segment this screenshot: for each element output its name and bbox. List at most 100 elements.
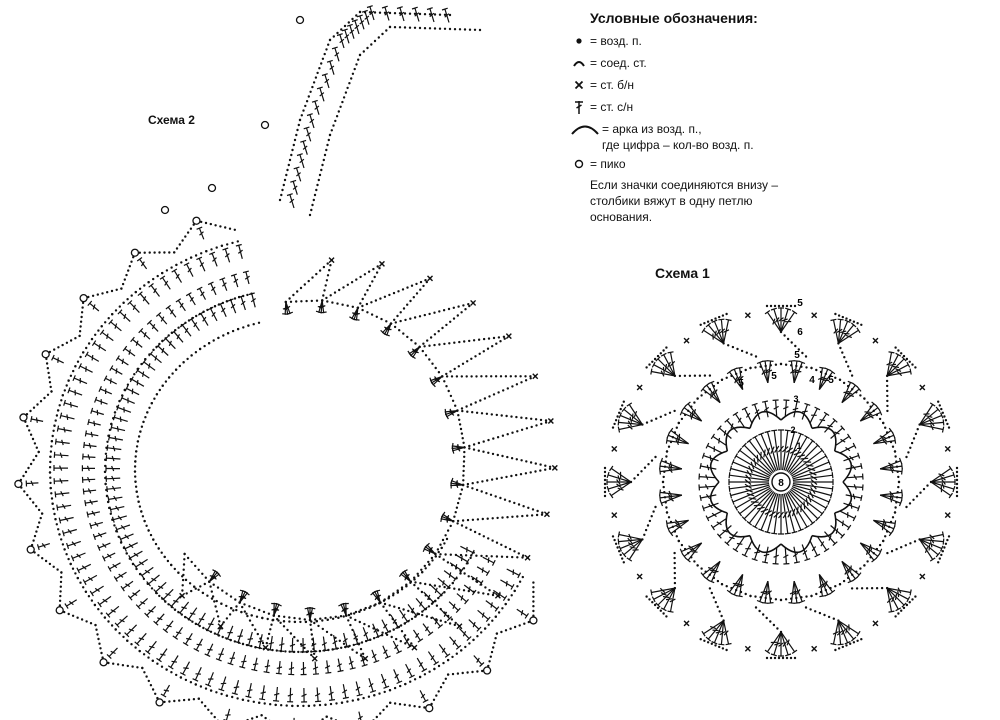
- chain-dots: [403, 615, 417, 625]
- chain-dots: [49, 486, 54, 505]
- slip-stitch-icon: [568, 52, 590, 74]
- double-crochet-mark: [716, 425, 732, 439]
- double-crochet-mark: [92, 532, 107, 540]
- double-crochet-mark: [830, 425, 846, 439]
- double-crochet-mark: [708, 380, 721, 403]
- single-crochet-mark: [311, 655, 318, 662]
- chain-dots: [115, 530, 123, 544]
- double-crochet-mark: [124, 624, 138, 638]
- double-crochet-mark: [97, 542, 111, 551]
- chain-dots: [388, 25, 482, 32]
- double-crochet-mark: [873, 432, 896, 445]
- chain-dots: [135, 490, 140, 503]
- chain-dots: [452, 513, 549, 523]
- double-crochet-mark: [837, 620, 857, 642]
- double-crochet-mark: [403, 635, 413, 649]
- chain-dots: [494, 602, 507, 618]
- double-crochet-mark: [207, 281, 217, 296]
- double-crochet-mark: [790, 447, 825, 476]
- double-crochet-mark: [873, 437, 897, 445]
- chain-dots: [358, 25, 392, 57]
- double-crochet-mark: [82, 488, 97, 495]
- chain-dots: [389, 322, 421, 349]
- double-crochet-mark: [667, 587, 676, 613]
- single-crochet-mark: [683, 620, 690, 627]
- double-crochet-mark: [108, 319, 122, 332]
- chain-dots: [134, 480, 138, 493]
- double-crochet-mark: [841, 386, 862, 404]
- double-crochet-mark: [443, 570, 458, 582]
- double-crochet-mark: [793, 479, 834, 485]
- legend-note-line: столбики вяжут в одну петлю: [590, 194, 753, 208]
- double-crochet-mark: [429, 375, 443, 386]
- double-crochet-mark: [112, 414, 128, 423]
- double-crochet-mark: [105, 465, 121, 472]
- double-crochet-mark: [782, 493, 791, 535]
- double-crochet-mark: [886, 356, 907, 377]
- chain-dots: [388, 682, 407, 692]
- single-crochet-mark: [427, 275, 434, 282]
- double-crochet-mark: [685, 542, 703, 563]
- chain-dots: [90, 325, 103, 341]
- double-crochet-mark: [53, 465, 69, 471]
- double-crochet-mark: [355, 681, 363, 697]
- double-crochet-mark: [731, 486, 771, 505]
- double-crochet-mark: [859, 401, 877, 422]
- single-crochet-mark: [811, 312, 818, 319]
- chain-dots: [708, 587, 725, 622]
- double-crochet-mark: [196, 286, 207, 300]
- double-crochet-mark: [82, 574, 98, 586]
- double-crochet-mark: [300, 139, 308, 155]
- chain-dots: [305, 649, 322, 654]
- chain-dots: [202, 305, 217, 313]
- chain-dots: [58, 609, 97, 627]
- chain-dots: [138, 649, 155, 662]
- double-crochet-mark: [72, 375, 88, 385]
- double-crochet-mark: [764, 430, 779, 471]
- double-crochet-mark: [655, 587, 676, 608]
- double-crochet-mark: [137, 291, 150, 305]
- double-crochet-mark: [477, 609, 491, 622]
- double-crochet-mark: [880, 489, 903, 497]
- chain-dots: [217, 332, 230, 340]
- double-crochet-mark: [859, 405, 881, 422]
- double-crochet-mark: [396, 6, 405, 22]
- double-crochet-mark: [98, 385, 113, 395]
- double-crochet-mark: [115, 524, 131, 533]
- double-crochet-mark: [105, 605, 120, 618]
- double-crochet-mark: [188, 316, 200, 332]
- double-crochet-mark: [837, 322, 857, 344]
- chain-dots: [837, 342, 854, 377]
- double-crochet-mark: [516, 608, 529, 619]
- chain-dots: [237, 292, 253, 299]
- double-crochet-mark: [328, 686, 336, 701]
- double-crochet-mark: [838, 327, 861, 344]
- double-crochet-mark: [766, 581, 774, 604]
- double-crochet-mark: [659, 489, 682, 497]
- double-crochet-mark: [25, 480, 39, 487]
- double-crochet-mark: [215, 647, 225, 662]
- chain-dots: [645, 346, 668, 369]
- double-crochet-mark: [97, 595, 112, 608]
- picot-mark: [155, 698, 164, 707]
- double-crochet-mark: [621, 406, 643, 426]
- double-crochet-mark: [766, 360, 774, 383]
- single-crochet-mark: [611, 445, 618, 452]
- double-crochet-mark: [193, 638, 203, 652]
- double-crochet-mark: [407, 604, 420, 618]
- single-crochet-mark: [636, 384, 643, 391]
- chain-dots: [463, 419, 553, 449]
- scheme1-arc-counts: 5 5 4 5 5 6 5 1 2 3 8: [738, 298, 834, 492]
- double-crochet-mark: [873, 519, 896, 532]
- chain-arc: [780, 535, 813, 554]
- chain-dots: [504, 589, 516, 606]
- double-crochet-mark: [242, 270, 250, 285]
- double-crochet-mark: [139, 566, 154, 579]
- chain-dots: [611, 535, 626, 564]
- double-crochet-mark: [659, 463, 682, 471]
- double-crochet-mark: [416, 657, 428, 673]
- legend-item-chain-arc: = арка из возд. п., где цифра – кол-во в…: [568, 118, 828, 153]
- double-crochet-mark: [54, 438, 70, 446]
- chain-dots: [356, 277, 432, 309]
